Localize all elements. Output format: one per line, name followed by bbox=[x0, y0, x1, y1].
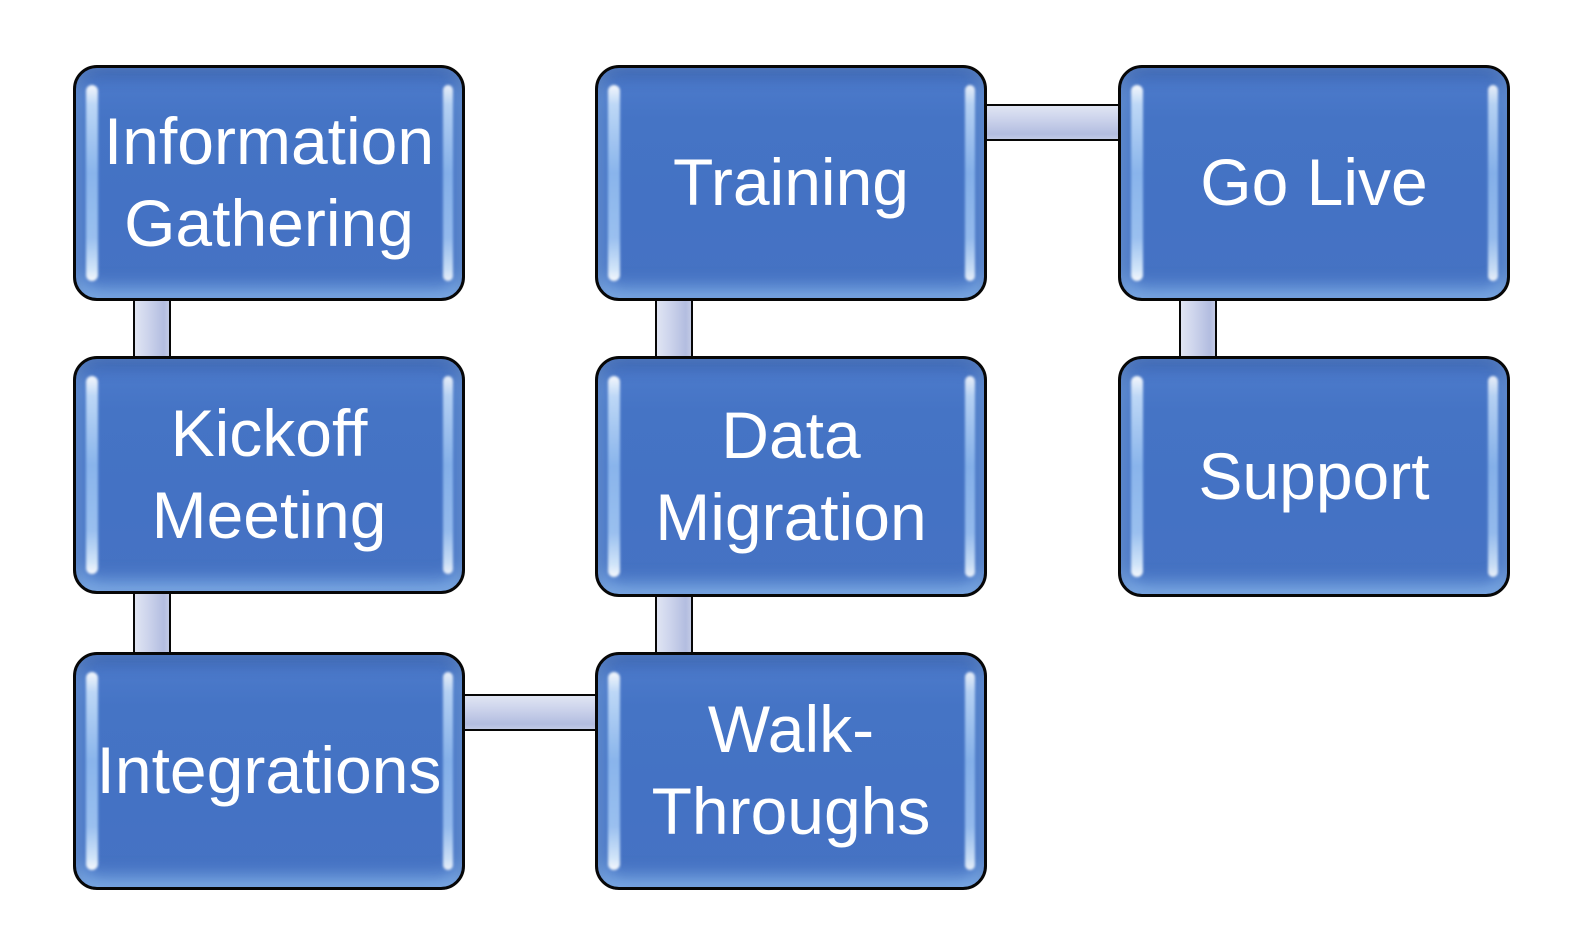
node-label: Go Live bbox=[1200, 145, 1428, 220]
gloss-highlight-right bbox=[1488, 85, 1498, 281]
gloss-highlight-left bbox=[1131, 85, 1143, 281]
node-label: Data Migration bbox=[655, 397, 927, 554]
node-walk-throughs: Walk-Throughs bbox=[595, 652, 987, 890]
gloss-highlight-right bbox=[443, 672, 453, 870]
connector-kickoff-meeting-to-integrations bbox=[133, 586, 171, 660]
node-label: Kickoff Meeting bbox=[151, 396, 387, 552]
connector-training-to-go-live bbox=[978, 104, 1128, 141]
node-support: Support bbox=[1118, 356, 1510, 597]
node-label: Support bbox=[1198, 438, 1430, 513]
node-data-migration: Data Migration bbox=[595, 356, 987, 597]
node-kickoff-meeting: Kickoff Meeting bbox=[73, 356, 465, 594]
node-label: Training bbox=[673, 145, 909, 220]
connector-walk-throughs-to-data-migration bbox=[655, 588, 693, 660]
gloss-highlight-left bbox=[608, 85, 620, 281]
node-label: Integrations bbox=[96, 733, 442, 808]
gloss-highlight-right bbox=[1488, 376, 1498, 577]
node-label: Walk-Throughs bbox=[651, 692, 931, 848]
node-information-gathering: Information Gathering bbox=[73, 65, 465, 301]
node-integrations: Integrations bbox=[73, 652, 465, 890]
gloss-highlight-left bbox=[1131, 376, 1143, 577]
node-label: Information Gathering bbox=[103, 104, 435, 260]
node-training: Training bbox=[595, 65, 987, 301]
gloss-highlight-right bbox=[965, 85, 975, 281]
connector-go-live-to-support bbox=[1179, 292, 1217, 364]
node-go-live: Go Live bbox=[1118, 65, 1510, 301]
connector-integrations-to-walk-throughs bbox=[455, 694, 605, 731]
connector-information-gathering-to-kickoff-meeting bbox=[133, 292, 171, 364]
connector-data-migration-to-training bbox=[655, 292, 693, 364]
